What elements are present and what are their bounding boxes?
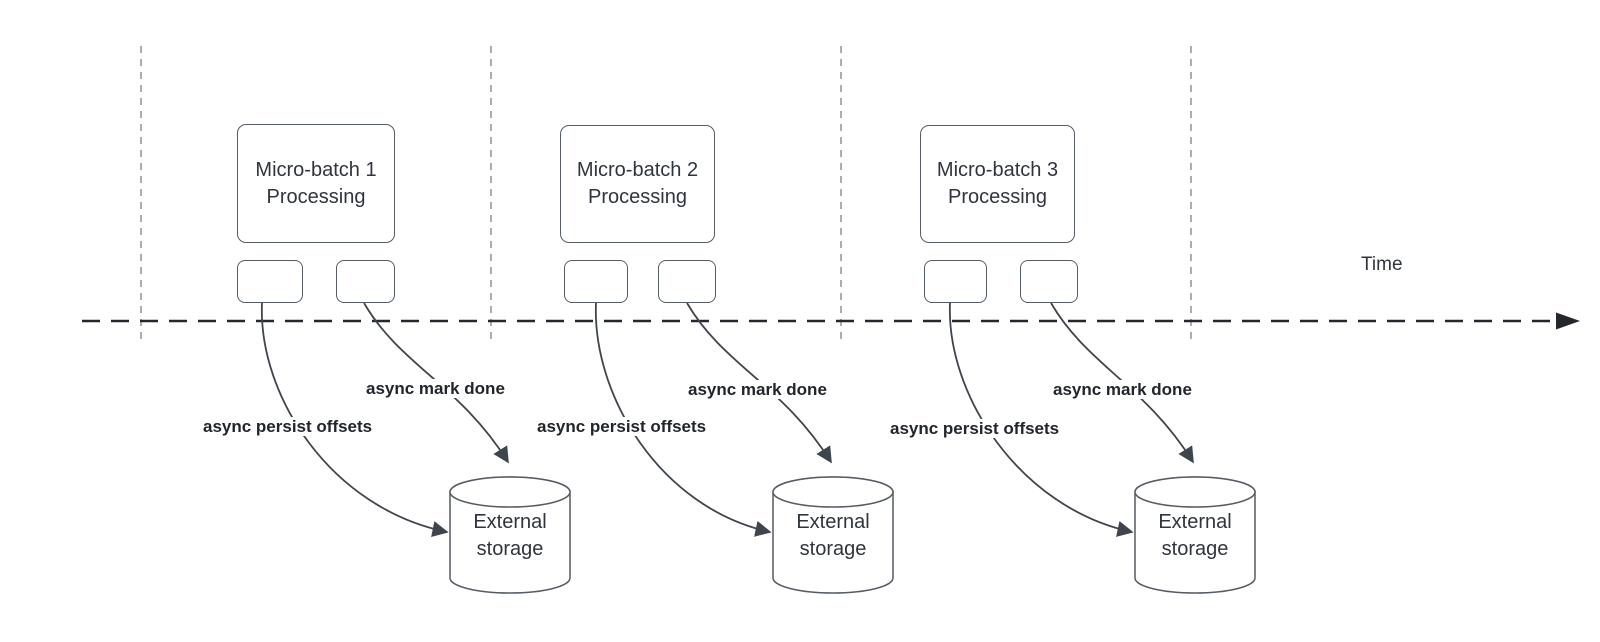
mark-done-arrow-3 xyxy=(1050,302,1194,464)
micro-batch-subtitle: Processing xyxy=(948,186,1047,208)
async-task-box-markdone-3 xyxy=(1020,260,1078,303)
persist-offsets-label-2: async persist offsets xyxy=(535,417,709,436)
async-task-box-persist-3 xyxy=(924,260,987,303)
async-task-box-markdone-1 xyxy=(336,260,395,303)
time-axis-arrowhead-icon xyxy=(1556,312,1580,330)
micro-batch-title: Micro-batch 3 xyxy=(936,159,1059,181)
async-task-box-persist-1 xyxy=(237,260,303,303)
external-storage-cylinder-3 xyxy=(1134,476,1256,594)
time-axis-label: Time xyxy=(1361,254,1403,275)
external-storage-label-2: External storage xyxy=(796,511,870,560)
persist-offsets-arrow-1 xyxy=(261,302,449,537)
micro-batch-box-3: Micro-batch 3 Processing xyxy=(920,125,1075,243)
external-storage-cylinder-2 xyxy=(772,476,894,594)
mark-done-label-3: async mark done xyxy=(1051,380,1194,399)
micro-batch-title: Micro-batch 1 xyxy=(255,158,377,181)
persist-offsets-arrow-2 xyxy=(595,302,772,537)
micro-batch-title: Micro-batch 2 xyxy=(576,159,699,181)
external-storage-label-1: External storage xyxy=(473,511,547,560)
async-task-box-persist-2 xyxy=(564,260,628,303)
persist-offsets-label-3: async persist offsets xyxy=(888,419,1062,438)
mark-done-arrow-2 xyxy=(686,302,832,464)
async-task-box-markdone-2 xyxy=(658,260,716,303)
external-storage-label-3: External storage xyxy=(1158,511,1232,560)
micro-batch-box-1: Micro-batch 1 Processing xyxy=(237,124,395,243)
external-storage-cylinder-1 xyxy=(449,476,571,594)
persist-offsets-arrow-3 xyxy=(949,302,1134,537)
micro-batch-box-2: Micro-batch 2 Processing xyxy=(560,125,715,243)
micro-batch-subtitle: Processing xyxy=(588,186,687,208)
micro-batch-subtitle: Processing xyxy=(266,185,366,208)
mark-done-label-1: async mark done xyxy=(364,379,507,398)
mark-done-label-2: async mark done xyxy=(686,380,829,399)
persist-offsets-label-1: async persist offsets xyxy=(201,417,375,436)
mark-done-arrow-1 xyxy=(363,302,509,464)
